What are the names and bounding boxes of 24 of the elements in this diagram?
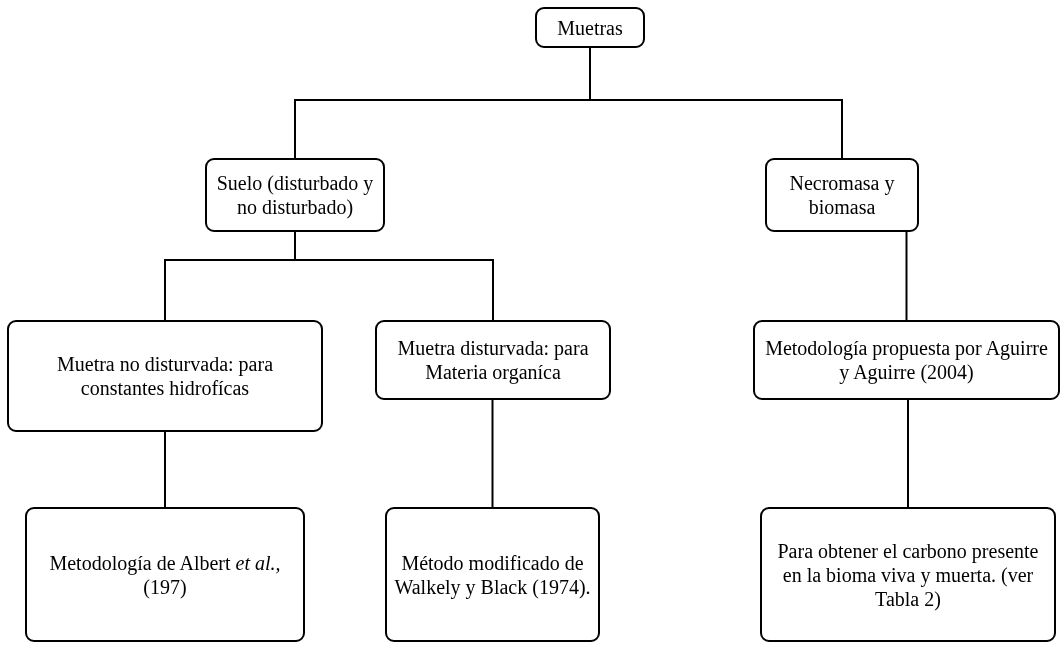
- process-box: [7, 320, 323, 432]
- box-label: Necromasa y biomasa: [788, 171, 896, 219]
- process-box: [25, 507, 305, 642]
- box-label: Metodología de Albert et al., (197): [48, 550, 282, 599]
- connector-line: [589, 47, 843, 159]
- box-label: Suelo (disturbado y no disturbado): [215, 171, 375, 219]
- box-label: Metodología propuesta por Aguirre y Aguirre (2004): [764, 336, 1049, 384]
- process-box: [535, 7, 645, 48]
- box-label: Muetras: [557, 15, 623, 40]
- box-label: Muetra no disturvada: para constantes hidrofícas: [55, 352, 274, 400]
- box-label: Muetra disturvada: para Materia organíca: [396, 336, 590, 384]
- connector-line: [164, 431, 166, 508]
- process-box: [753, 320, 1060, 400]
- process-box: [375, 320, 611, 400]
- box-label: Para obtener el carbono presente en la bioma viva y muerta. (ver Tabla 2): [776, 538, 1040, 611]
- connector-line: [905, 231, 908, 321]
- box-label: Método modificado de Walkely y Black (1974).: [393, 550, 592, 599]
- process-box: [205, 158, 385, 232]
- process-box: [385, 507, 600, 642]
- connector-line: [294, 231, 494, 321]
- process-box: [765, 158, 919, 232]
- connector-line: [907, 399, 909, 508]
- process-box: [760, 507, 1056, 642]
- connector-line: [491, 399, 494, 508]
